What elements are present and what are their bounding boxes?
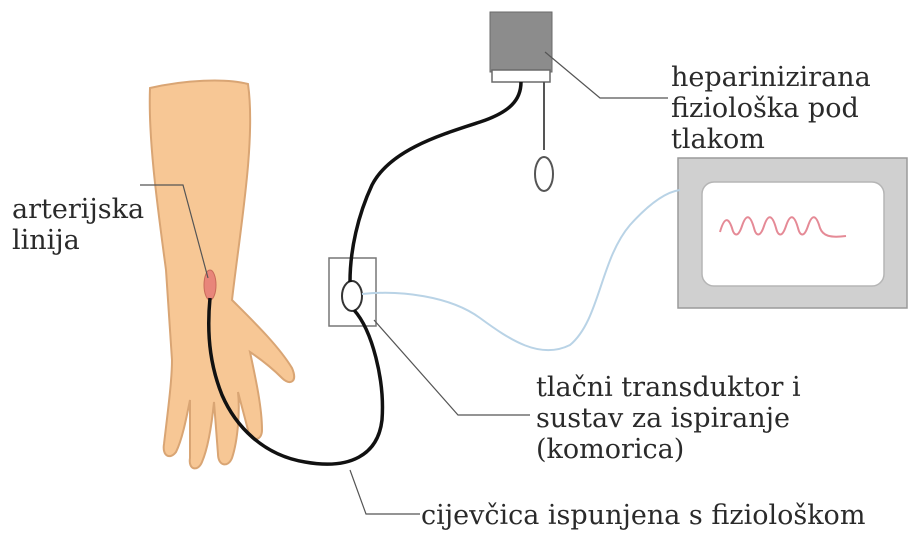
label-heparinized-saline: heparinizirana fiziološka pod tlakom (671, 62, 871, 155)
leader-saline (544, 51, 668, 99)
pressure-bulb (534, 156, 554, 192)
label-line: cijevčica ispunjena s fiziološkom (421, 500, 866, 531)
monitor-cable (361, 189, 681, 352)
arterial-waveform (719, 216, 847, 238)
label-transducer: tlačni transduktor i sustav za ispiranje… (536, 372, 801, 465)
saline-tubing-lower (207, 297, 385, 466)
leader-tubing (349, 469, 420, 515)
label-line: heparinizirana (671, 62, 871, 93)
insertion-site (203, 269, 217, 301)
label-line: (komorica) (536, 434, 685, 465)
label-line: linija (12, 225, 80, 256)
label-line: sustav za ispiranje (536, 403, 790, 434)
leader-transducer (373, 319, 530, 416)
label-line: tlačni transduktor i (536, 372, 801, 403)
saline-tubing-upper (348, 81, 523, 283)
saline-bag-base (491, 69, 551, 83)
monitor-screen (701, 181, 885, 287)
label-line: arterijska (12, 194, 145, 225)
leader-arterial-line (140, 184, 209, 279)
transducer-chamber (341, 280, 363, 312)
label-line: tlakom (671, 124, 765, 155)
label-line: fiziološka pod (671, 93, 859, 124)
saline-bag (489, 11, 553, 73)
label-tubing: cijevčica ispunjena s fiziološkom (421, 500, 865, 531)
label-arterial-line: arterijska linija (12, 194, 144, 256)
forearm-hand (148, 79, 296, 470)
